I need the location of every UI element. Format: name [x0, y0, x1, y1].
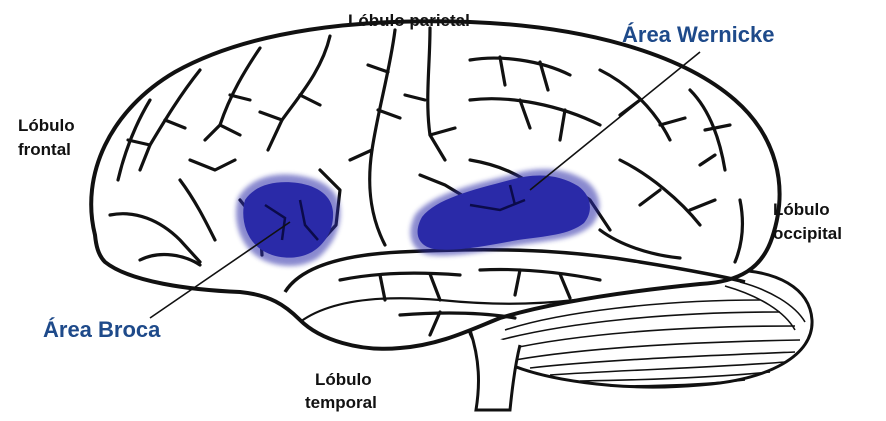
frontal-lobe-label-line1: Lóbulo [18, 116, 75, 136]
temporal-lobe-label-line2: temporal [305, 393, 377, 413]
occipital-lobe-label-line2: occipital [773, 224, 842, 244]
parietal-lobe-label: Lóbulo parietal [348, 11, 470, 31]
frontal-lobe-label-line2: frontal [18, 140, 71, 160]
temporal-lobe-label-line1: Lóbulo [315, 370, 372, 390]
wernicke-area-label: Área Wernicke [622, 22, 774, 48]
broca-area-label: Área Broca [43, 317, 160, 343]
occipital-lobe-label-line1: Lóbulo [773, 200, 830, 220]
